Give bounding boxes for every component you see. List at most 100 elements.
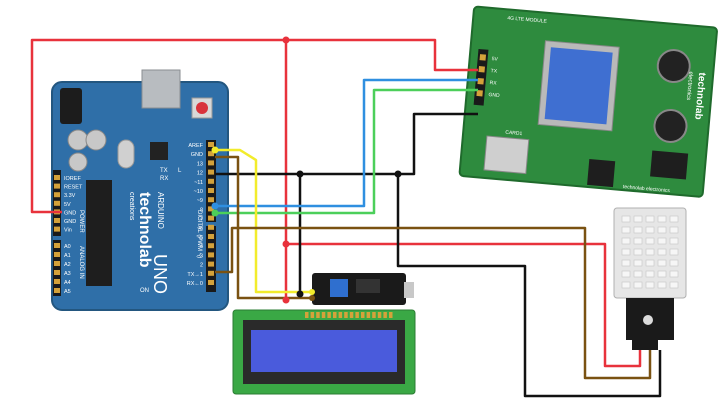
dht-vent — [633, 259, 643, 267]
dht-vent — [633, 281, 643, 289]
i2c-jumper — [404, 282, 414, 298]
wire-gnd-dht-black — [396, 174, 662, 398]
lte-title: 4G LTE MODULE — [507, 15, 548, 24]
power-pin-label: Vin — [64, 228, 72, 234]
dc-jack — [60, 88, 82, 124]
junction-red-i2c — [282, 296, 290, 304]
analog-pin — [54, 243, 60, 248]
dht-vent — [657, 215, 667, 223]
digital-pin-label: ~5 — [197, 235, 203, 241]
digital-pin — [208, 280, 214, 285]
rx-label: RX — [160, 176, 168, 182]
reset-button — [196, 102, 208, 114]
wires — [30, 38, 662, 398]
analog-header — [53, 240, 61, 296]
junction-black-2 — [394, 170, 402, 178]
junction-black-i2c — [296, 290, 304, 298]
dht-vent — [633, 248, 643, 256]
dht-vent — [657, 281, 667, 289]
uno-branding: ARDUINO technolab creations UNO — [128, 192, 170, 294]
lte-pin-label: GND — [488, 92, 500, 99]
dht-vent — [645, 259, 655, 267]
capacitor-1 — [67, 129, 89, 151]
digital-header-bottom — [206, 226, 216, 292]
digital-pin-label: ~10 — [194, 189, 203, 195]
digital-pin — [208, 160, 214, 166]
dht-vent — [657, 270, 667, 278]
lcd-pin — [372, 312, 376, 318]
capacitor-2 — [85, 129, 107, 151]
analog-pin — [54, 252, 60, 257]
lcd-pin — [366, 312, 371, 318]
analog-pin — [54, 279, 60, 284]
wire-5v-red — [30, 38, 478, 214]
analog-pin-label: A4 — [64, 280, 71, 286]
lcd-pin — [310, 312, 315, 318]
power-pin — [54, 218, 60, 223]
digital-pin — [208, 206, 214, 212]
junctions — [211, 36, 402, 304]
dht-vent — [633, 226, 643, 234]
lte-pin — [477, 78, 484, 85]
lte-capacitor-1 — [656, 49, 691, 84]
power-pin-label: GND — [64, 219, 76, 225]
wire-gnd-black — [215, 112, 478, 176]
digital-pin — [208, 197, 214, 203]
dht-vent — [669, 281, 679, 289]
uno-brand-sub: creations — [128, 192, 135, 221]
digital-pin-label: 8 — [200, 207, 203, 213]
digital-pin — [208, 151, 214, 157]
lte-pin-label: TX — [490, 68, 498, 75]
digital-pin-label: TX→1 — [187, 272, 203, 278]
lte-footer: technolab electronics — [623, 184, 671, 194]
wire-data-brown — [215, 226, 652, 380]
lcd-pin — [377, 312, 382, 318]
dht-vent — [621, 281, 631, 289]
power-label: POWER — [78, 210, 84, 233]
digital-pin — [208, 178, 214, 184]
digital-pin-label: 12 — [197, 171, 203, 177]
dht-header — [632, 340, 658, 350]
digital-pin — [208, 188, 214, 193]
dht22-sensor — [613, 207, 687, 350]
lte-dc-jack — [650, 150, 689, 180]
power-pin — [54, 183, 60, 189]
lcd-pin — [349, 312, 354, 318]
usb-port — [141, 69, 181, 109]
l-label: L — [178, 168, 182, 174]
power-pin-label: 5V — [64, 202, 71, 208]
digital-pin — [208, 169, 214, 175]
analog-pin-label: A0 — [64, 244, 71, 250]
digital-pin — [208, 142, 214, 147]
dht-vent — [633, 215, 643, 223]
lcd-pin — [338, 312, 343, 318]
capacitor-3 — [68, 152, 88, 172]
junction-red-top — [282, 36, 290, 44]
dht-vent — [669, 248, 679, 256]
analog-pin-label: A2 — [64, 262, 71, 268]
junction-red-mid — [282, 240, 290, 248]
junction-yellow-i2c — [309, 289, 315, 295]
dht-vent — [621, 226, 631, 234]
lcd-pin — [316, 312, 320, 318]
lcd-pin — [344, 312, 348, 318]
lte-pin — [476, 89, 483, 97]
analog-pin-label: A5 — [64, 289, 71, 295]
power-pin-label: GND — [64, 210, 76, 216]
lte-module: 4G LTE MODULE CARD1 technolab electronic… — [458, 5, 718, 198]
lte-brand: technolab — [692, 72, 707, 120]
dht-vent — [657, 226, 667, 234]
dht-vent — [669, 237, 679, 245]
dht-vent — [669, 270, 679, 278]
lte-pin — [478, 66, 485, 73]
dht-vent — [621, 248, 631, 256]
lcd-header-pins — [305, 312, 393, 318]
dht-vent — [645, 215, 655, 223]
power-pin — [54, 192, 60, 198]
uno-brand: technolab — [136, 192, 153, 268]
dht-vent — [645, 237, 655, 245]
lcd-pin — [389, 312, 393, 318]
